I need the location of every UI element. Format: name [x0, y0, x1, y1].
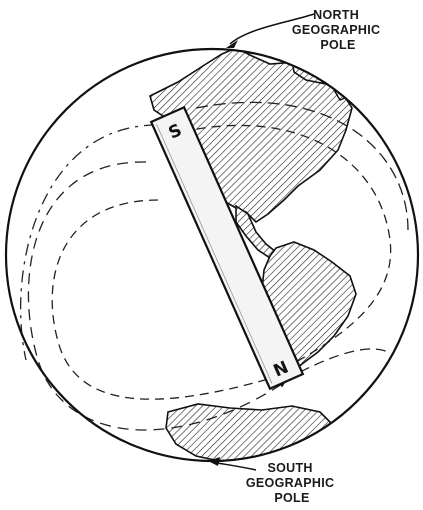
south-label-line-1: SOUTH — [267, 461, 312, 475]
north-label-line-1: NORTH — [313, 8, 359, 22]
antarctica-landmass — [166, 404, 336, 462]
south-label-line-3: POLE — [274, 491, 309, 505]
field-line-outermost — [21, 125, 156, 360]
north-label-line-2: GEOGRAPHIC — [292, 23, 380, 37]
south-label-line-2: GEOGRAPHIC — [246, 476, 334, 490]
south-pole-label: SOUTH GEOGRAPHIC POLE — [246, 461, 338, 505]
north-pole-label: NORTH GEOGRAPHIC POLE — [292, 8, 384, 52]
north-label-line-3: POLE — [320, 38, 355, 52]
